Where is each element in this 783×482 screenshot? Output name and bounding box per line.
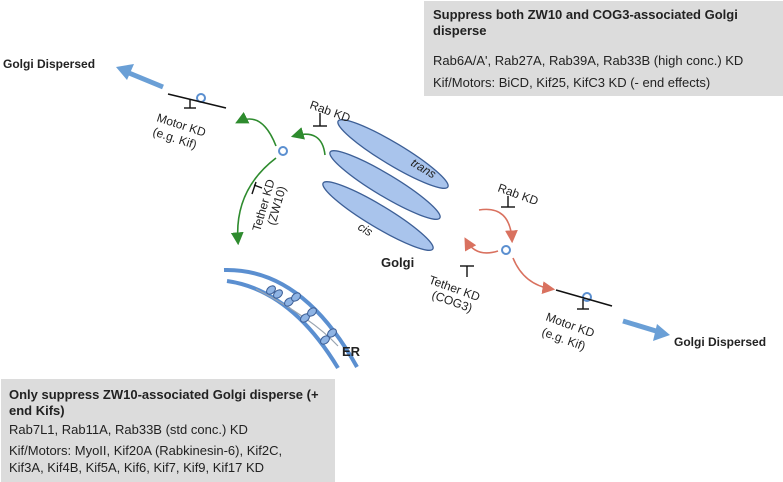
golgi-label: Golgi: [381, 255, 414, 270]
er-vesicle: [307, 307, 317, 317]
left-pathway: [167, 93, 327, 246]
cis-label: cis: [355, 220, 375, 240]
top-box-line-1: Rab6A/A', Rab27A, Rab39A, Rab33B (high c…: [433, 53, 744, 68]
bottom-box-line-3: Kif3A, Kif4B, Kif5A, Kif6, Kif7, Kif9, K…: [9, 460, 265, 475]
right-pathway: [460, 196, 613, 310]
golgi-dispersed-left-label: Golgi Dispersed: [3, 57, 95, 71]
motor-membrane-right: [555, 289, 613, 307]
bottom-box-line-1: Rab7L1, Rab11A, Rab33B (std conc.) KD: [9, 422, 248, 437]
er-vesicle: [327, 328, 337, 338]
golgi-dispersed-right-label: Golgi Dispersed: [674, 335, 766, 349]
motor-membrane-left: [167, 93, 227, 109]
golgi-stack: [322, 119, 449, 251]
rab-kd-left-label: Rab KD: [308, 98, 353, 126]
red-arrow-vesicle-to-motor: [512, 257, 556, 294]
dispersed-arrow-left: [116, 64, 164, 90]
green-arrow-vesicle-to-er: [230, 157, 277, 246]
red-arrow-vesicle-to-golgi: [464, 237, 499, 254]
vesicle-icon: [501, 245, 511, 255]
er-membrane: [223, 267, 359, 370]
er-vesicle: [273, 289, 283, 299]
red-arrow-golgi-to-vesicle: [478, 208, 518, 244]
green-arrow-golgi-to-vesicle: [290, 127, 326, 156]
trans-cisterna: [337, 119, 449, 189]
rab-kd-right-label: Rab KD: [496, 181, 541, 209]
er-vesicle: [266, 285, 276, 295]
bottom-info-box: Only suppress ZW10-associated Golgi disp…: [1, 379, 335, 482]
middle-cisterna: [329, 150, 441, 220]
er-label: ER: [342, 344, 361, 359]
bottom-box-line-2: Kif/Motors: MyoII, Kif20A (Rabkinesin-6)…: [9, 443, 283, 458]
vesicle-icon: [278, 146, 288, 156]
er-vesicle: [291, 292, 301, 302]
tether-inhibit-bar-left: [251, 181, 257, 195]
top-box-line-2: Kif/Motors: BiCD, Kif25, KifC3 KD (- end…: [433, 75, 711, 90]
top-box-title: Suppress both ZW10 and COG3-associated G…: [433, 7, 738, 38]
cis-cisterna: [322, 181, 434, 251]
green-arrow-vesicle-to-motor: [235, 111, 277, 147]
bottom-box-title: Only suppress ZW10-associated Golgi disp…: [9, 387, 319, 418]
dispersed-arrow-right: [622, 318, 670, 341]
top-info-box: Suppress both ZW10 and COG3-associated G…: [424, 1, 783, 96]
